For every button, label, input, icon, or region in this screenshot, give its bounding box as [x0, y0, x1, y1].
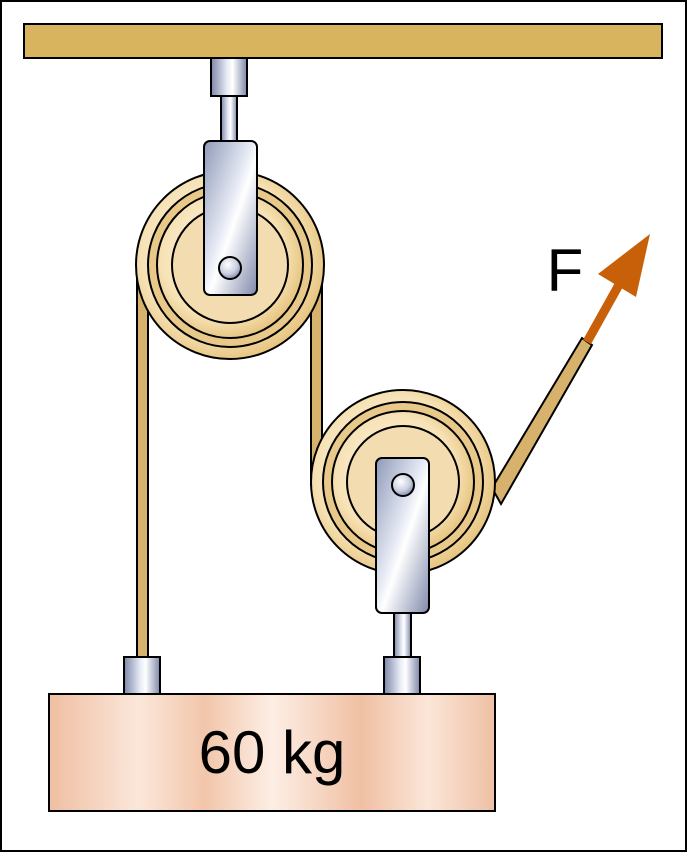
force-label: F: [547, 237, 584, 304]
bottom-pulley-rod: [393, 612, 412, 658]
ceiling-beam: [23, 23, 663, 59]
force-arrowhead: [598, 234, 650, 297]
mass-block: [48, 693, 496, 812]
mass-label: 60 kg: [199, 719, 346, 786]
force-arrow: [583, 234, 650, 345]
bottom-pulley: [310, 389, 496, 658]
rope-anchor-left: [123, 656, 161, 696]
rope-pull-segment: [490, 336, 594, 507]
rope-left-segment: [136, 264, 149, 661]
top-pulley-bracket: [203, 140, 258, 296]
bottom-pulley-axle: [391, 473, 415, 497]
top-pulley-axle: [218, 256, 242, 280]
top-pulley: [135, 140, 325, 360]
rope-anchor-right: [383, 656, 421, 696]
top-pulley-mount: [210, 57, 248, 143]
